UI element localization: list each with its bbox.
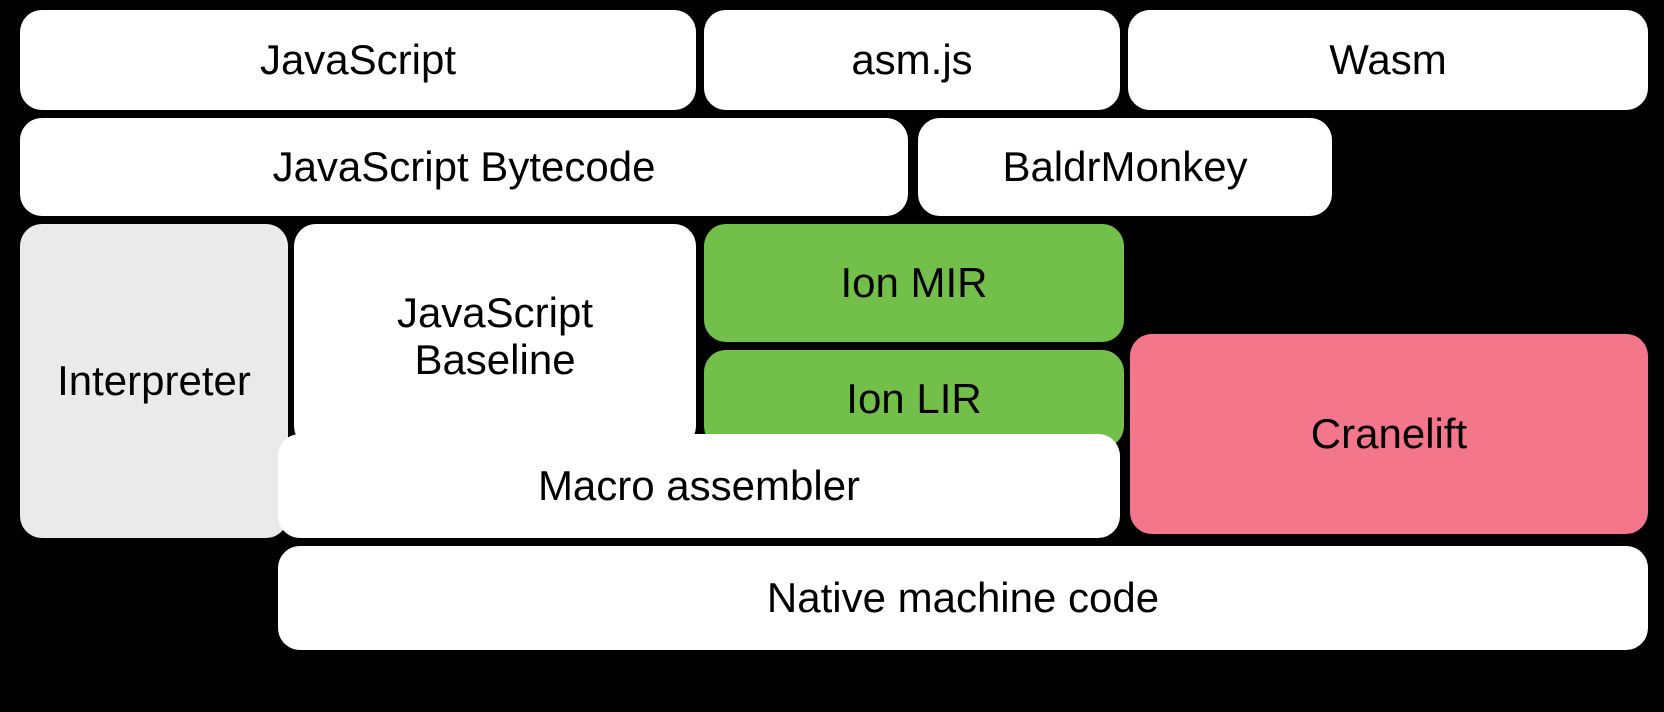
node-label: Ion LIR [846, 375, 982, 423]
node-cranelift[interactable]: Cranelift [1130, 334, 1648, 534]
node-javascript[interactable]: JavaScript [20, 10, 696, 110]
node-label: JavaScript Bytecode [272, 143, 656, 191]
node-wasm[interactable]: Wasm [1128, 10, 1648, 110]
node-label: Interpreter [57, 357, 251, 405]
node-asm-js[interactable]: asm.js [704, 10, 1120, 110]
node-javascript-bytecode[interactable]: JavaScript Bytecode [20, 118, 908, 216]
node-macro-assembler[interactable]: Macro assembler [278, 434, 1120, 538]
node-label: Native machine code [766, 574, 1160, 622]
node-javascript-baseline[interactable]: JavaScript Baseline [294, 224, 696, 448]
node-label: Cranelift [1310, 410, 1468, 458]
node-ion-lir[interactable]: Ion LIR [704, 350, 1124, 448]
node-native-machine-code[interactable]: Native machine code [278, 546, 1648, 650]
node-label: BaldrMonkey [1002, 143, 1248, 191]
node-label: Ion MIR [840, 259, 988, 307]
node-label: Wasm [1329, 36, 1447, 84]
node-ion-mir[interactable]: Ion MIR [704, 224, 1124, 342]
node-baldrmonkey[interactable]: BaldrMonkey [918, 118, 1332, 216]
node-label: Macro assembler [537, 462, 861, 510]
node-label: JavaScript Baseline [396, 288, 594, 383]
node-interpreter[interactable]: Interpreter [20, 224, 288, 538]
node-label: asm.js [851, 36, 973, 84]
node-label: JavaScript [259, 36, 457, 84]
